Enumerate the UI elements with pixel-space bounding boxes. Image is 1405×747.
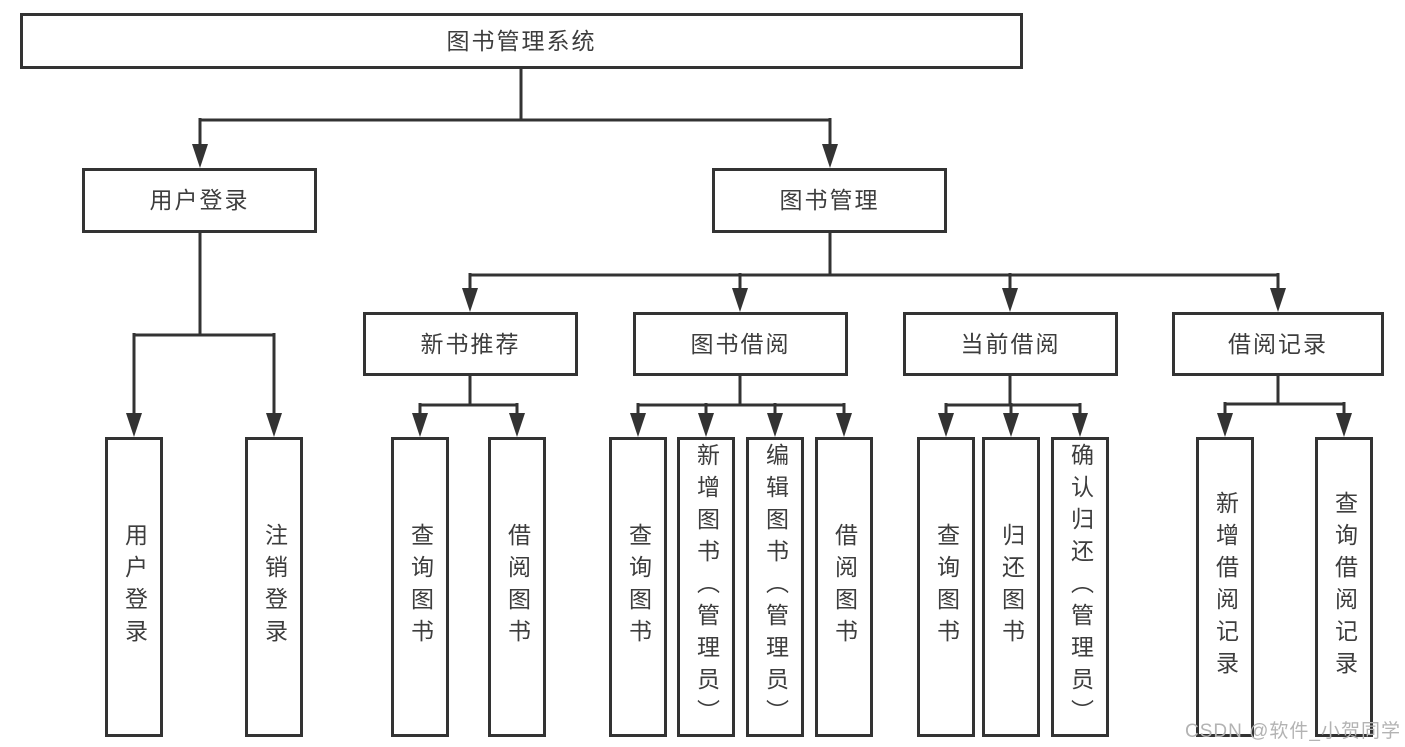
node-label: 查询借阅记录 — [1331, 491, 1358, 683]
node-user-login: 用户登录 — [82, 168, 317, 233]
leaf-query-books-borrowing: 查询图书 — [609, 437, 667, 737]
leaf-return-books: 归还图书 — [982, 437, 1040, 737]
node-label: 新书推荐 — [420, 330, 521, 357]
leaf-query-borrow-record: 查询借阅记录 — [1315, 437, 1373, 737]
node-label: 借阅记录 — [1228, 330, 1328, 357]
node-label: 查询图书 — [933, 523, 960, 651]
connector-root-to-level2 — [192, 69, 838, 168]
node-label: 图书借阅 — [690, 330, 791, 357]
node-label: 查询图书 — [407, 523, 434, 651]
leaf-confirm-return-admin: 确认归还（管理员） — [1051, 437, 1109, 737]
node-label: 用户登录 — [121, 523, 148, 651]
connector-new-book-recommend-to-children — [412, 376, 525, 437]
leaf-query-books-current: 查询图书 — [917, 437, 975, 737]
leaf-add-books-admin: 新增图书（管理员） — [677, 437, 735, 737]
node-current-borrowing: 当前借阅 — [903, 312, 1118, 376]
node-label: 归还图书 — [998, 523, 1025, 651]
leaf-query-books-recommend: 查询图书 — [391, 437, 449, 737]
connector-book-borrowing-to-children — [630, 376, 852, 437]
leaf-borrow-books-recommend: 借阅图书 — [488, 437, 546, 737]
node-borrowing-records: 借阅记录 — [1172, 312, 1384, 376]
node-label: 借阅图书 — [504, 523, 531, 651]
leaf-edit-books-admin: 编辑图书（管理员） — [746, 437, 804, 737]
node-book-management: 图书管理 — [712, 168, 947, 233]
node-label: 新增图书（管理员） — [693, 443, 720, 731]
connector-book-management-to-level3 — [462, 233, 1286, 312]
node-label: 用户登录 — [149, 187, 250, 213]
leaf-user-login: 用户登录 — [105, 437, 163, 737]
node-label: 图书管理系统 — [446, 27, 597, 54]
connector-user-login-to-children — [126, 233, 282, 437]
node-label: 确认归还（管理员） — [1067, 443, 1094, 731]
connector-borrowing-records-to-children — [1217, 376, 1352, 437]
csdn-watermark: CSDN @软件_小贺同学 — [1185, 721, 1401, 742]
node-label: 注销登录 — [261, 523, 288, 651]
node-label: 查询图书 — [625, 523, 652, 651]
node-library-management-system: 图书管理系统 — [20, 13, 1023, 69]
node-book-borrowing: 图书借阅 — [633, 312, 848, 376]
node-new-book-recommend: 新书推荐 — [363, 312, 578, 376]
node-label: 编辑图书（管理员） — [762, 443, 789, 731]
leaf-add-borrow-record: 新增借阅记录 — [1196, 437, 1254, 737]
leaf-logout: 注销登录 — [245, 437, 303, 737]
node-label: 当前借阅 — [960, 330, 1061, 357]
node-label: 图书管理 — [779, 187, 880, 213]
leaf-borrow-books: 借阅图书 — [815, 437, 873, 737]
connector-current-borrowing-to-children — [938, 376, 1088, 437]
node-label: 新增借阅记录 — [1212, 491, 1239, 683]
node-label: 借阅图书 — [831, 523, 858, 651]
